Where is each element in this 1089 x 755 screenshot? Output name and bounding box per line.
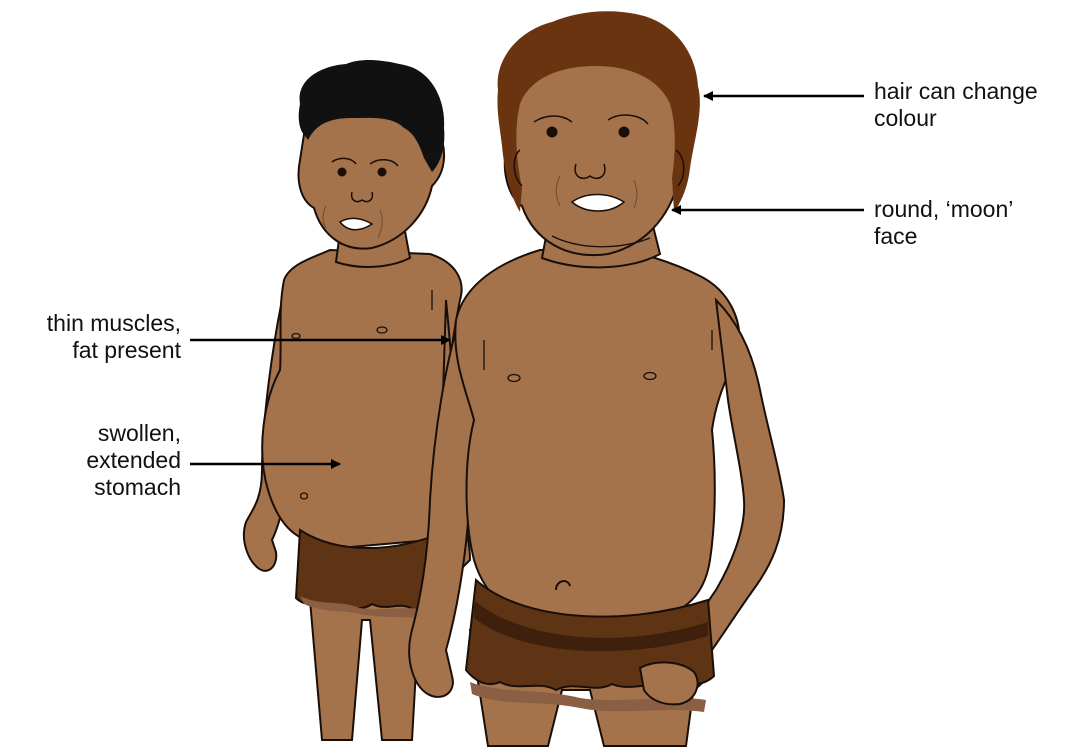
label-face: round, ‘moon’ face xyxy=(874,196,1013,250)
label-stomach-line-2: extended xyxy=(0,447,181,474)
label-face-line-2: face xyxy=(874,223,1013,250)
label-hair: hair can change colour xyxy=(874,78,1038,132)
small-child-legs xyxy=(310,600,420,740)
label-muscles-line-2: fat present xyxy=(0,337,181,364)
label-stomach: swollen, extended stomach xyxy=(0,420,181,501)
label-stomach-line-3: stomach xyxy=(0,474,181,501)
label-face-line-1: round, ‘moon’ xyxy=(874,196,1013,223)
large-child-figure xyxy=(409,11,784,746)
label-hair-line-2: colour xyxy=(874,105,1038,132)
label-muscles: thin muscles, fat present xyxy=(0,310,181,364)
label-hair-line-1: hair can change xyxy=(874,78,1038,105)
large-child-torso xyxy=(455,248,739,622)
label-stomach-line-1: swollen, xyxy=(0,420,181,447)
label-muscles-line-1: thin muscles, xyxy=(0,310,181,337)
